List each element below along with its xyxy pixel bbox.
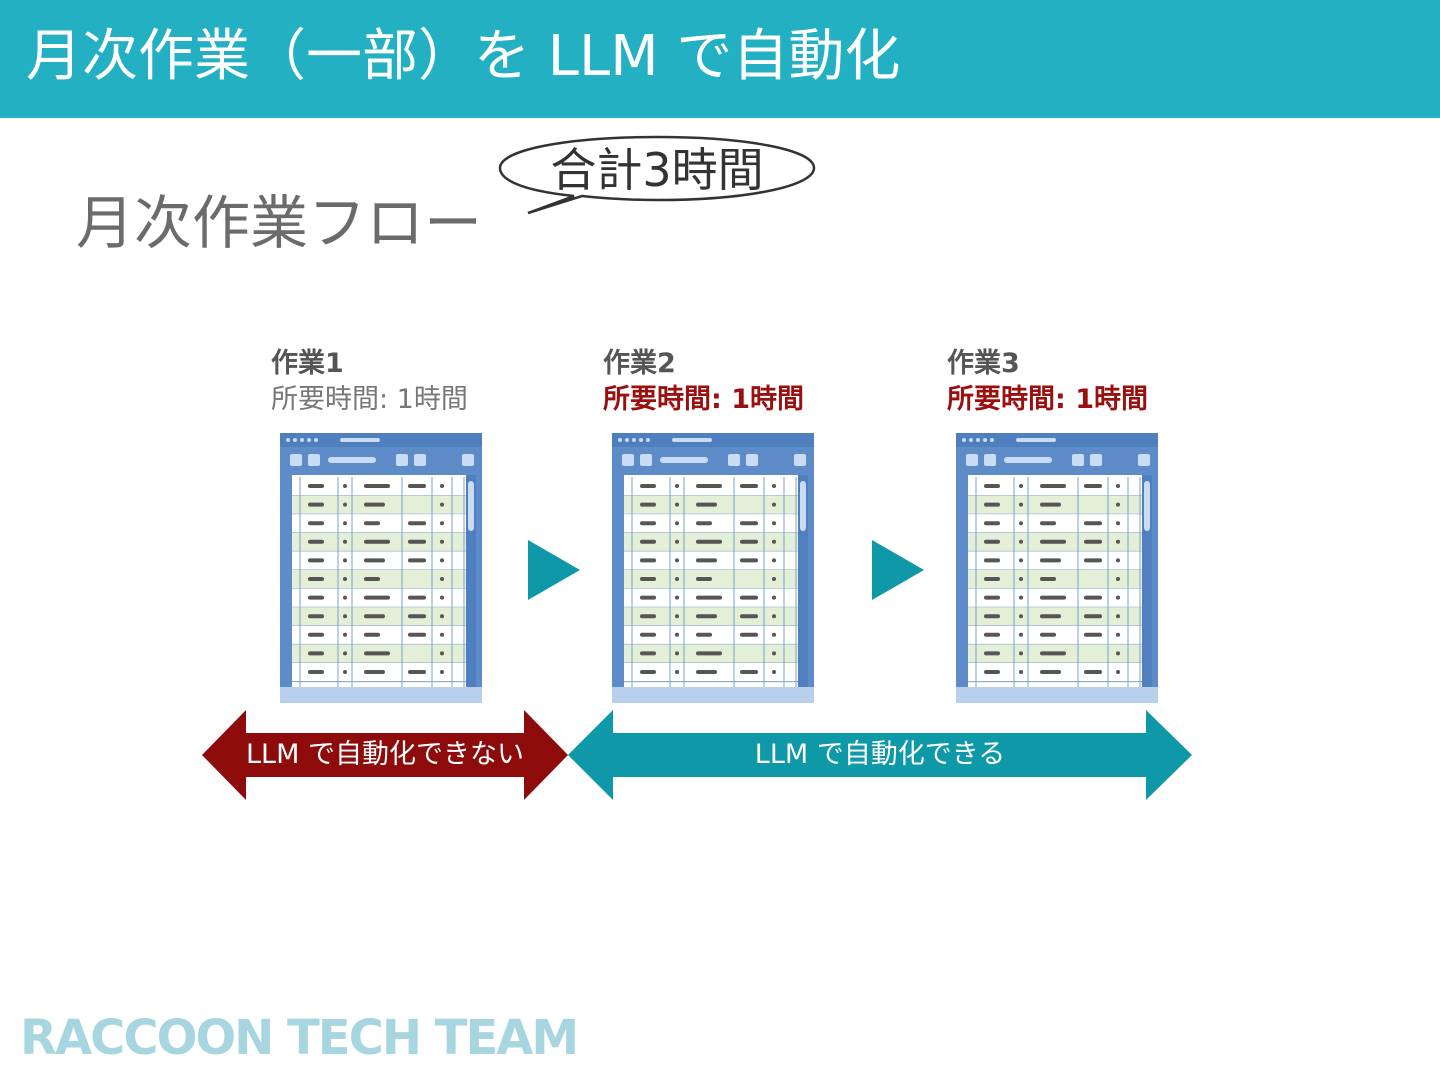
header-bar: 月次作業（一部）を LLM で自動化	[0, 0, 1440, 118]
task-1-time: 所要時間: 1時間	[271, 384, 468, 415]
task-3-name: 作業3	[947, 348, 1020, 379]
task-3-label: 作業3 所要時間: 1時間	[947, 346, 1148, 418]
spreadsheet-window-icon	[280, 433, 482, 703]
spreadsheet-window-icon	[956, 433, 1158, 703]
automatable-arrow-label: LLM で自動化できる	[754, 739, 1006, 770]
task-3-time: 所要時間: 1時間	[947, 384, 1148, 415]
task-2-label: 作業2 所要時間: 1時間	[603, 346, 804, 418]
play-triangle-icon	[528, 540, 580, 600]
speech-bubble-icon	[498, 135, 816, 215]
manual-arrow-label: LLM で自動化できない	[246, 739, 524, 770]
play-triangle-icon	[872, 540, 924, 600]
task-1-name: 作業1	[271, 348, 344, 379]
task-2-time: 所要時間: 1時間	[603, 384, 804, 415]
flow-subtitle: 月次作業フロー	[76, 189, 483, 257]
total-time-callout: 合計3時間	[550, 143, 764, 197]
slide-title: 月次作業（一部）を LLM で自動化	[26, 24, 901, 89]
team-logo: RACCOON TECH TEAM	[20, 1010, 579, 1066]
spreadsheet-window-icon	[612, 433, 814, 703]
task-1-label: 作業1 所要時間: 1時間	[271, 346, 468, 418]
task-2-name: 作業2	[603, 348, 676, 379]
